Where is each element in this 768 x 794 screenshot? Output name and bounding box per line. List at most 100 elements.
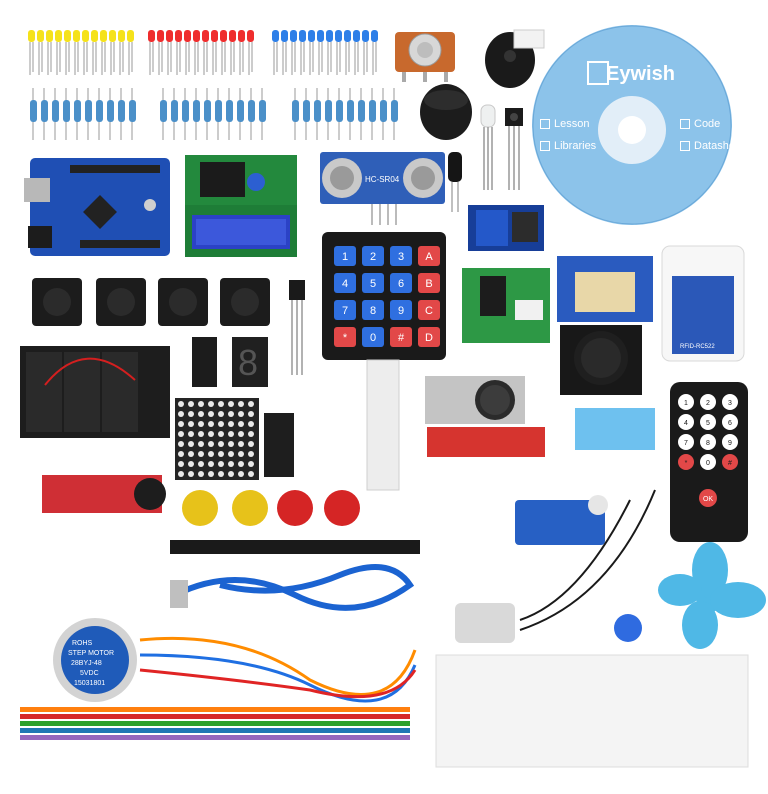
keypad-key bbox=[334, 327, 356, 347]
remote-key-label: 6 bbox=[728, 420, 732, 427]
led bbox=[46, 30, 53, 42]
keypad-key bbox=[390, 327, 412, 347]
keypad-key-label: 9 bbox=[398, 305, 404, 317]
remote-ok-label: OK bbox=[703, 496, 713, 503]
rtc-module bbox=[425, 376, 525, 424]
stepper-line-0: ROHS bbox=[72, 640, 93, 647]
ultrasonic-sensor: HC-SR04 bbox=[320, 152, 445, 225]
electrolytic-capacitor bbox=[448, 152, 462, 212]
dupont-cables bbox=[20, 707, 410, 740]
resistor bbox=[96, 100, 103, 122]
remote-key bbox=[700, 434, 716, 450]
keypad-key-label: 4 bbox=[342, 278, 348, 290]
cd-lesson-text: Lesson bbox=[554, 118, 590, 130]
cd-datasheet-text: Datasheet bbox=[694, 140, 745, 152]
remote-key-label: 4 bbox=[684, 420, 688, 427]
ic-chip bbox=[192, 337, 217, 387]
led bbox=[193, 30, 200, 42]
red-leds bbox=[148, 30, 254, 75]
keypad-key bbox=[334, 273, 356, 293]
keypad-key bbox=[362, 327, 384, 347]
yellow-leds bbox=[28, 30, 134, 75]
datasheet-checkbox bbox=[680, 141, 690, 151]
resistor bbox=[391, 100, 398, 122]
resistor bbox=[380, 100, 387, 122]
pin-header bbox=[170, 540, 420, 554]
led bbox=[118, 30, 125, 42]
code-checkbox bbox=[680, 119, 690, 129]
remote-key-label: 2 bbox=[706, 400, 710, 407]
battery-holder bbox=[20, 346, 170, 438]
resistor bbox=[41, 100, 48, 122]
stepper-driver-board bbox=[462, 268, 550, 343]
jumper-wires bbox=[139, 636, 417, 703]
led bbox=[344, 30, 351, 42]
stepper-motor: ROHS STEP MOTOR 28BYJ-48 5VDC 15031801 bbox=[53, 618, 137, 702]
ultrasonic-label: HC-SR04 bbox=[365, 175, 400, 184]
resistor bbox=[325, 100, 332, 122]
software-cd: Eywish bbox=[532, 25, 732, 225]
resistor bbox=[369, 100, 376, 122]
keypad-key bbox=[362, 246, 384, 266]
resistor bbox=[215, 100, 222, 122]
lesson-checkbox bbox=[540, 119, 550, 129]
keypad-key bbox=[390, 300, 412, 320]
remote-key-label: 0 bbox=[706, 460, 710, 467]
rfid-module: RFID-RC522 bbox=[661, 245, 745, 362]
led bbox=[353, 30, 360, 42]
resistor bbox=[358, 100, 365, 122]
keypad-key-label: C bbox=[425, 305, 433, 317]
resistor bbox=[74, 100, 81, 122]
remote-ok-button bbox=[699, 489, 717, 507]
led bbox=[281, 30, 288, 42]
transistor bbox=[289, 280, 305, 375]
resistor bbox=[303, 100, 310, 122]
blue-leds bbox=[272, 30, 378, 75]
remote-key-label: 1 bbox=[684, 400, 688, 407]
push-buttons bbox=[32, 278, 270, 326]
arduino-uno-board bbox=[24, 158, 170, 256]
cd-brand-label: Eywish bbox=[606, 63, 675, 85]
led bbox=[247, 30, 254, 42]
led bbox=[175, 30, 182, 42]
keypad-key bbox=[390, 273, 412, 293]
remote-key-label: # bbox=[728, 460, 732, 467]
resistors bbox=[30, 88, 398, 140]
keypad-key-label: 0 bbox=[370, 332, 376, 344]
resistor bbox=[314, 100, 321, 122]
svg-text:8: 8 bbox=[238, 342, 258, 383]
four-digit-display bbox=[264, 413, 294, 477]
led bbox=[82, 30, 89, 42]
keypad-key-label: B bbox=[425, 278, 432, 290]
cd-code-text: Code bbox=[694, 118, 721, 130]
keypad-key bbox=[362, 300, 384, 320]
passive-buzzer bbox=[420, 84, 472, 140]
led bbox=[326, 30, 333, 42]
resistor bbox=[259, 100, 266, 122]
keypad-key-label: * bbox=[343, 332, 348, 344]
keypad-key bbox=[334, 300, 356, 320]
led bbox=[148, 30, 155, 42]
stepper-line-4: 15031801 bbox=[74, 680, 105, 687]
cd-option-code: Code bbox=[680, 118, 720, 130]
active-buzzer bbox=[485, 29, 545, 88]
rfid-label: RFID-RC522 bbox=[680, 344, 715, 350]
led bbox=[157, 30, 164, 42]
keypad-key-label: 5 bbox=[370, 278, 376, 290]
keypad-key bbox=[362, 273, 384, 293]
remote-key-label: 3 bbox=[728, 400, 732, 407]
remote-key bbox=[700, 394, 716, 410]
led bbox=[202, 30, 209, 42]
led bbox=[317, 30, 324, 42]
keypad-key-label: 8 bbox=[370, 305, 376, 317]
water-level-sensor bbox=[427, 427, 545, 457]
dht11-sensor bbox=[575, 408, 655, 450]
led bbox=[362, 30, 369, 42]
remote-key bbox=[722, 414, 738, 430]
remote-key bbox=[678, 394, 694, 410]
remote-key bbox=[700, 454, 716, 470]
led bbox=[166, 30, 173, 42]
rfid-key-tag bbox=[614, 614, 642, 642]
